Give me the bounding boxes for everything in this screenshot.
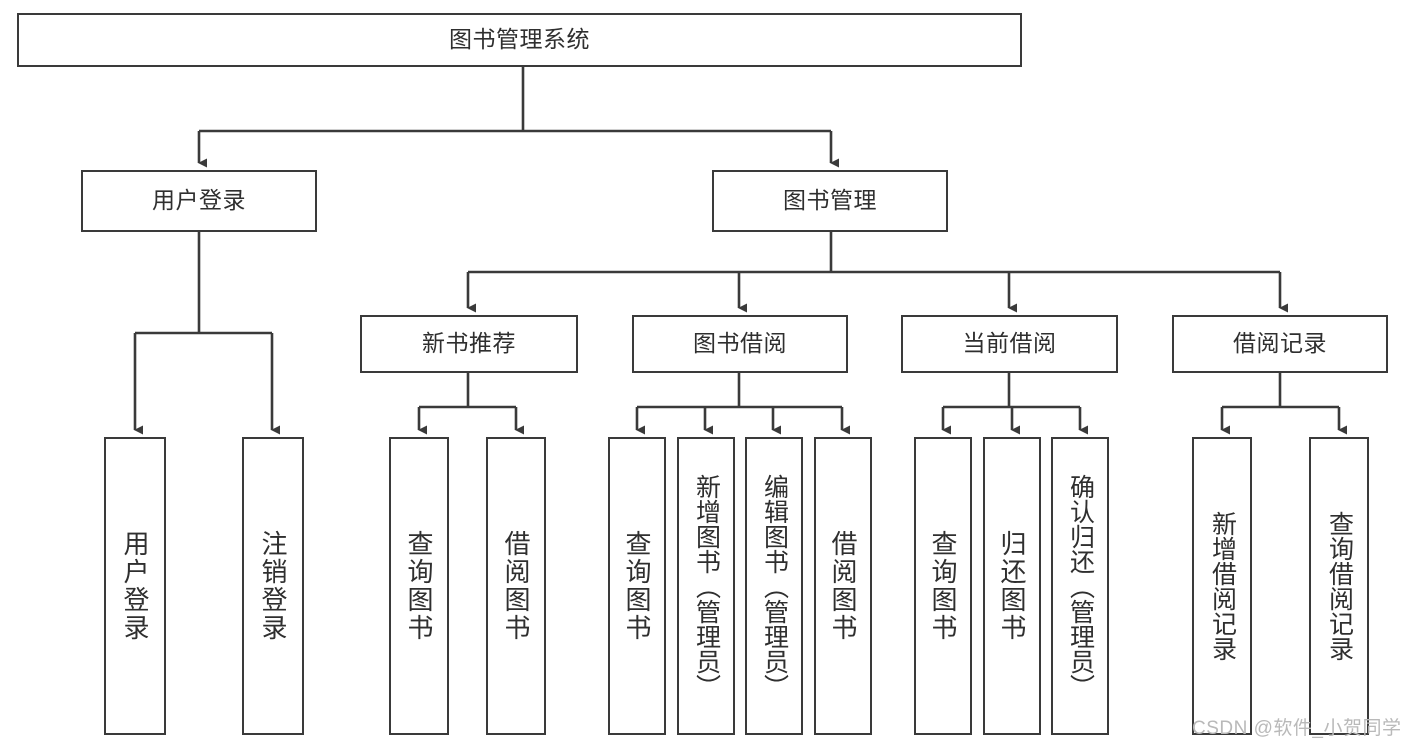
node-current-borrow[interactable]: 当前借阅: [901, 315, 1118, 373]
node-leaf-add-book-label: 新增图书（管理员）: [692, 473, 721, 699]
node-leaf-query-book-1-label: 查询图书: [404, 530, 434, 642]
node-root-label: 图书管理系统: [449, 26, 590, 53]
node-leaf-add-book[interactable]: 新增图书（管理员）: [677, 437, 735, 735]
node-leaf-query-book-1[interactable]: 查询图书: [389, 437, 449, 735]
node-leaf-borrow-book-1-label: 借阅图书: [501, 530, 531, 642]
node-root[interactable]: 图书管理系统: [17, 13, 1022, 67]
node-leaf-query-book-2-label: 查询图书: [622, 530, 652, 642]
node-leaf-add-record-label: 新增借阅记录: [1208, 511, 1237, 661]
node-leaf-query-record-label: 查询借阅记录: [1325, 511, 1354, 661]
node-user-login[interactable]: 用户登录: [81, 170, 317, 232]
node-new-book-rec[interactable]: 新书推荐: [360, 315, 578, 373]
node-leaf-edit-book-label: 编辑图书（管理员）: [760, 473, 789, 699]
node-book-manage-label: 图书管理: [783, 187, 877, 214]
watermark-text: CSDN @软件_小贺同学: [1192, 718, 1402, 739]
node-borrow-record-label: 借阅记录: [1233, 330, 1327, 357]
node-leaf-return-book[interactable]: 归还图书: [983, 437, 1041, 735]
node-leaf-borrow-book-2[interactable]: 借阅图书: [814, 437, 872, 735]
node-leaf-user-login-label: 用户登录: [120, 530, 150, 642]
node-book-borrow-label: 图书借阅: [693, 330, 787, 357]
watermark: CSDN @软件_小贺同学: [1192, 713, 1401, 740]
node-leaf-borrow-book-2-label: 借阅图书: [828, 530, 858, 642]
node-borrow-record[interactable]: 借阅记录: [1172, 315, 1388, 373]
node-leaf-query-book-3[interactable]: 查询图书: [914, 437, 972, 735]
node-leaf-edit-book[interactable]: 编辑图书（管理员）: [745, 437, 803, 735]
node-leaf-return-book-label: 归还图书: [997, 530, 1027, 642]
node-book-manage[interactable]: 图书管理: [712, 170, 948, 232]
node-leaf-borrow-book-1[interactable]: 借阅图书: [486, 437, 546, 735]
node-leaf-logout-label: 注销登录: [258, 530, 288, 642]
node-leaf-add-record[interactable]: 新增借阅记录: [1192, 437, 1252, 735]
node-leaf-query-book-3-label: 查询图书: [928, 530, 958, 642]
node-current-borrow-label: 当前借阅: [962, 330, 1057, 357]
node-leaf-query-record[interactable]: 查询借阅记录: [1309, 437, 1369, 735]
node-leaf-user-login[interactable]: 用户登录: [104, 437, 166, 735]
node-leaf-confirm-return-label: 确认归还（管理员）: [1066, 473, 1095, 699]
node-book-borrow[interactable]: 图书借阅: [632, 315, 848, 373]
node-leaf-logout[interactable]: 注销登录: [242, 437, 304, 735]
node-leaf-confirm-return[interactable]: 确认归还（管理员）: [1051, 437, 1109, 735]
node-leaf-query-book-2[interactable]: 查询图书: [608, 437, 666, 735]
node-new-book-rec-label: 新书推荐: [422, 330, 516, 357]
node-user-login-label: 用户登录: [152, 187, 246, 214]
